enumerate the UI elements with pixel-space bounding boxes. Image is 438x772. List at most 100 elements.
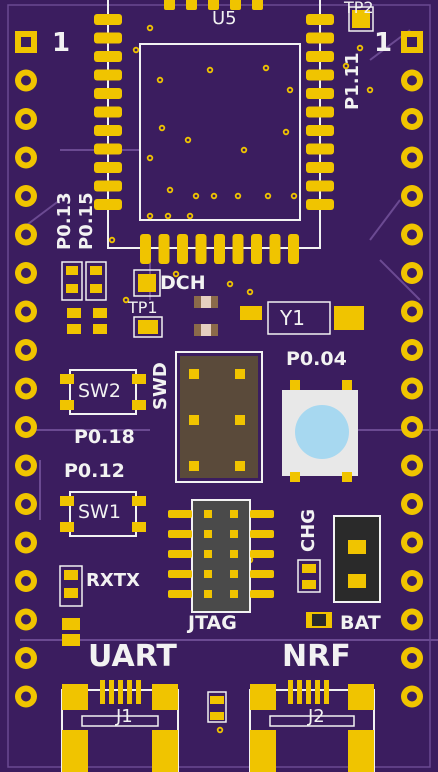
smd-pad bbox=[64, 588, 78, 598]
header-pin-hole bbox=[407, 383, 417, 394]
label-p1-11: P1.11 bbox=[342, 52, 363, 110]
led-lens bbox=[295, 405, 349, 459]
via-hole bbox=[208, 68, 212, 72]
module-pad bbox=[214, 234, 225, 264]
module-pad bbox=[177, 234, 188, 264]
module-pad bbox=[288, 234, 299, 264]
routing-trace bbox=[369, 199, 401, 241]
via-hole bbox=[110, 238, 114, 242]
header-pin-hole bbox=[407, 306, 417, 317]
jtag-pin bbox=[230, 590, 238, 598]
module-pad bbox=[306, 14, 334, 25]
label-pin1-right: 1 bbox=[374, 28, 393, 58]
via-hole bbox=[242, 148, 246, 152]
module-pad bbox=[232, 234, 244, 264]
module-pad bbox=[94, 106, 122, 118]
testpoint-outline bbox=[348, 6, 374, 32]
fuse-outline bbox=[207, 691, 227, 723]
header-pin-hole bbox=[407, 653, 417, 663]
usb-pin bbox=[315, 680, 320, 704]
jtag-pin bbox=[204, 510, 212, 518]
module-pad bbox=[306, 51, 334, 62]
module-pad bbox=[252, 0, 263, 10]
smd-pad bbox=[93, 324, 107, 334]
header-pin-hole bbox=[407, 268, 417, 278]
via-hole bbox=[148, 26, 152, 30]
button-pad bbox=[60, 374, 74, 384]
label-uart: UART bbox=[88, 639, 177, 674]
header-pin-hole bbox=[407, 537, 417, 548]
via-hole bbox=[166, 214, 170, 218]
module-pad bbox=[306, 143, 334, 155]
via-hole bbox=[158, 78, 162, 82]
module-pad bbox=[94, 143, 122, 155]
module-pad bbox=[164, 0, 175, 10]
jtag-pad bbox=[168, 590, 192, 598]
header-pin-hole bbox=[21, 152, 31, 163]
crystal-outline bbox=[267, 301, 331, 335]
smd-pad bbox=[67, 324, 81, 334]
usb-shield-pad bbox=[348, 684, 374, 710]
header-pin-hole bbox=[21, 499, 31, 509]
via-hole bbox=[266, 194, 270, 198]
smd-pad bbox=[210, 696, 224, 704]
dch-outline bbox=[133, 269, 161, 297]
jtag-pad bbox=[168, 530, 192, 538]
via-hole bbox=[124, 298, 128, 302]
module-pad bbox=[186, 0, 197, 10]
module-pad bbox=[306, 88, 334, 99]
header-pin-hole bbox=[407, 499, 417, 509]
label-y1: Y1 bbox=[280, 306, 305, 330]
via-hole bbox=[212, 194, 216, 198]
label-chg: CHG bbox=[298, 508, 319, 552]
header-pin-hole bbox=[21, 75, 31, 86]
via-hole bbox=[186, 138, 190, 142]
module-pad bbox=[306, 180, 334, 192]
module-pad bbox=[94, 32, 122, 44]
module-pad bbox=[306, 162, 334, 173]
smd-pad bbox=[210, 712, 224, 720]
smd-pad bbox=[93, 308, 107, 318]
jtag-pin bbox=[204, 530, 212, 538]
header-pin-hole bbox=[407, 345, 417, 355]
via-hole bbox=[188, 214, 192, 218]
usb-mark bbox=[81, 715, 159, 727]
jtag-pin bbox=[230, 550, 238, 558]
usb-pin bbox=[118, 680, 123, 704]
module-pad bbox=[94, 14, 122, 25]
button-pad bbox=[60, 400, 74, 410]
via-hole bbox=[358, 46, 362, 50]
header-pin-hole bbox=[407, 114, 417, 124]
header-pin-hole bbox=[21, 383, 31, 394]
smd-pad bbox=[90, 266, 102, 275]
button-pad bbox=[132, 374, 146, 384]
module-pad bbox=[195, 234, 207, 264]
module-pad bbox=[306, 125, 334, 136]
label-p0-04: P0.04 bbox=[286, 348, 347, 370]
label-tp1: TP1 bbox=[128, 298, 158, 317]
crystal-pad bbox=[240, 306, 262, 320]
jtag-pin bbox=[204, 590, 212, 598]
jtag-pad bbox=[250, 550, 274, 558]
header-pin-hole bbox=[407, 422, 417, 432]
label-swd: SWD bbox=[150, 362, 171, 410]
led-body bbox=[312, 614, 326, 626]
led-outline bbox=[61, 261, 83, 301]
label-jtag: JTAG bbox=[188, 612, 237, 634]
module-pad bbox=[140, 234, 151, 264]
via-hole bbox=[148, 156, 152, 160]
header-pin-hole bbox=[21, 229, 31, 240]
via-hole bbox=[218, 728, 222, 732]
capacitor-end bbox=[211, 296, 218, 308]
module-pad bbox=[251, 234, 262, 264]
swd-pin bbox=[235, 461, 245, 471]
smd-pad bbox=[302, 580, 316, 589]
label-j2: J2 bbox=[308, 706, 325, 727]
swd-pin bbox=[235, 415, 245, 425]
module-pad bbox=[208, 0, 219, 10]
module-pad bbox=[94, 162, 122, 173]
swd-pin bbox=[189, 415, 199, 425]
module-pad bbox=[269, 234, 281, 264]
button-outline bbox=[69, 369, 137, 415]
battery-connector bbox=[333, 515, 381, 603]
